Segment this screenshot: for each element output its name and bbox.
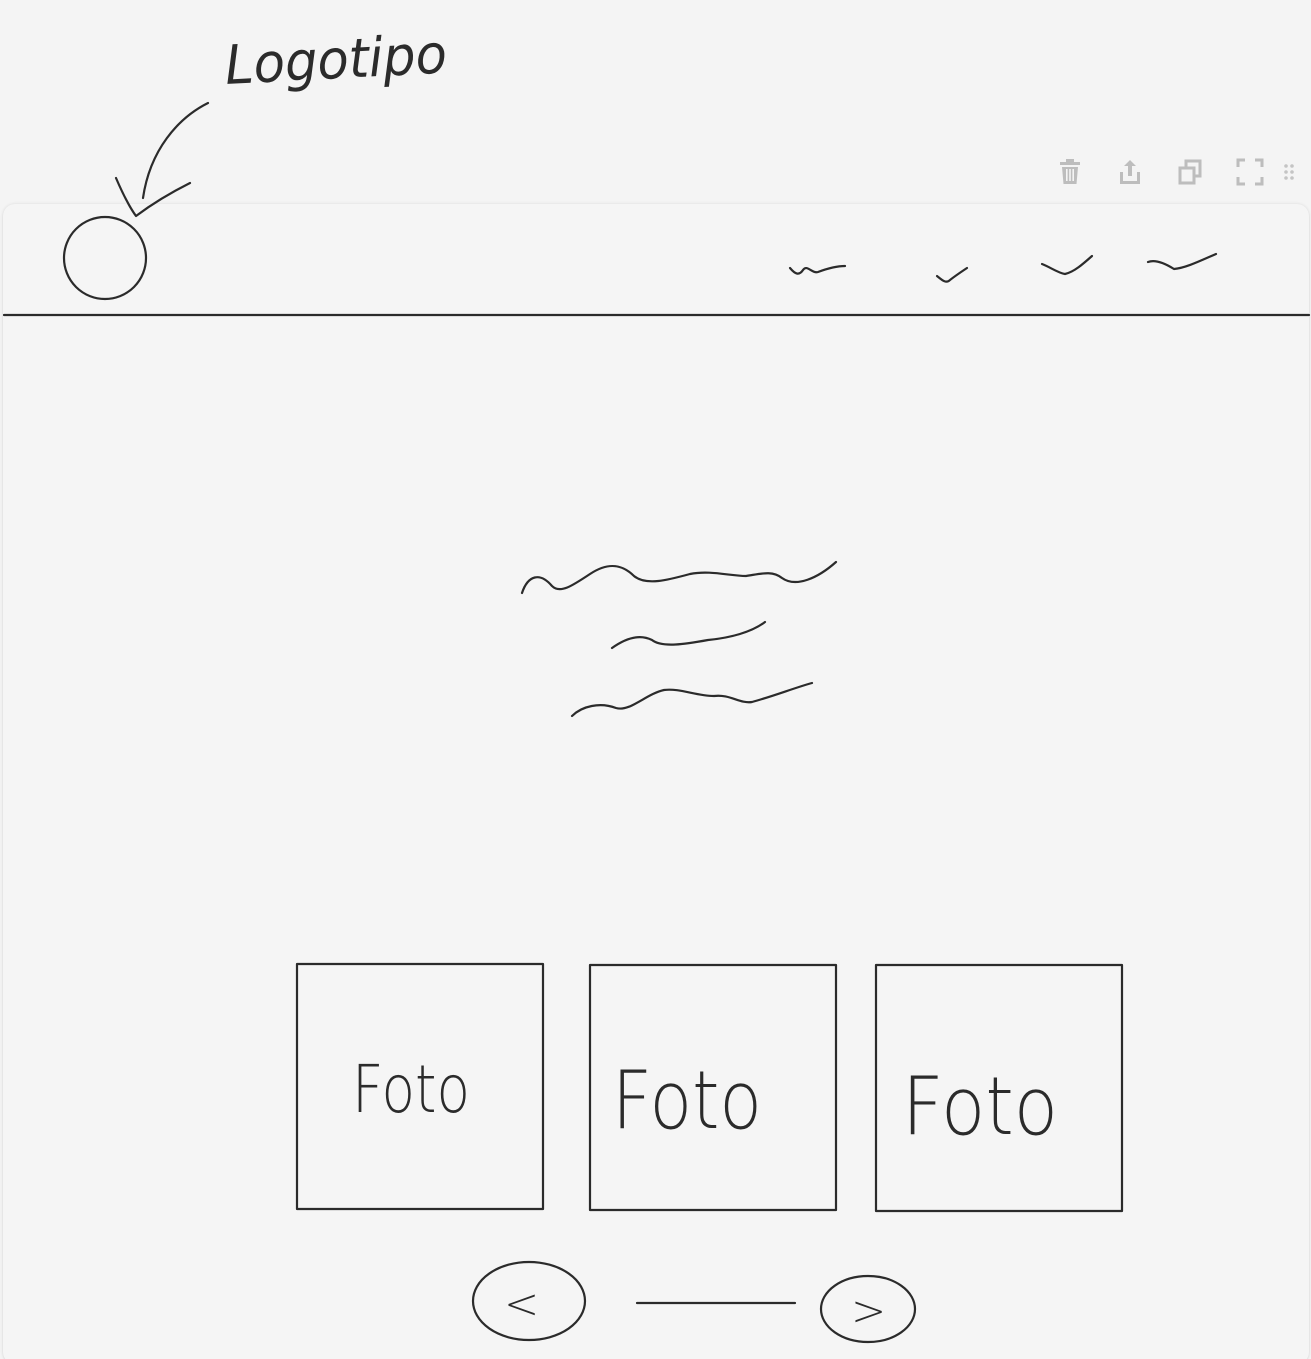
next-button[interactable] xyxy=(819,1274,917,1344)
logo-annotation-label: Logotipo xyxy=(223,22,448,97)
duplicate-button[interactable] xyxy=(1160,150,1220,194)
nav-item-2[interactable] xyxy=(935,266,969,283)
drag-handle[interactable] xyxy=(1280,150,1298,194)
share-icon xyxy=(1120,160,1140,184)
logo-placeholder[interactable] xyxy=(62,215,148,301)
annotation-arrow xyxy=(141,101,210,200)
nav-item-3[interactable] xyxy=(1040,254,1094,276)
photo-card-2[interactable] xyxy=(588,963,838,1212)
duplicate-icon xyxy=(1178,159,1202,185)
photo-card-3[interactable] xyxy=(874,963,1124,1213)
trash-icon xyxy=(1060,159,1080,184)
canvas-toolbar xyxy=(1040,150,1298,194)
prev-button[interactable] xyxy=(471,1260,587,1342)
fullscreen-button[interactable] xyxy=(1220,150,1280,194)
nav-item-4[interactable] xyxy=(1146,252,1218,271)
nav-item-1[interactable] xyxy=(788,264,847,275)
drag-handle-icon xyxy=(1284,164,1294,180)
delete-button[interactable] xyxy=(1040,150,1100,194)
fullscreen-icon xyxy=(1236,158,1264,186)
share-button[interactable] xyxy=(1100,150,1160,194)
photo-card-1[interactable] xyxy=(295,962,545,1211)
sketch-card[interactable] xyxy=(3,204,1309,1359)
